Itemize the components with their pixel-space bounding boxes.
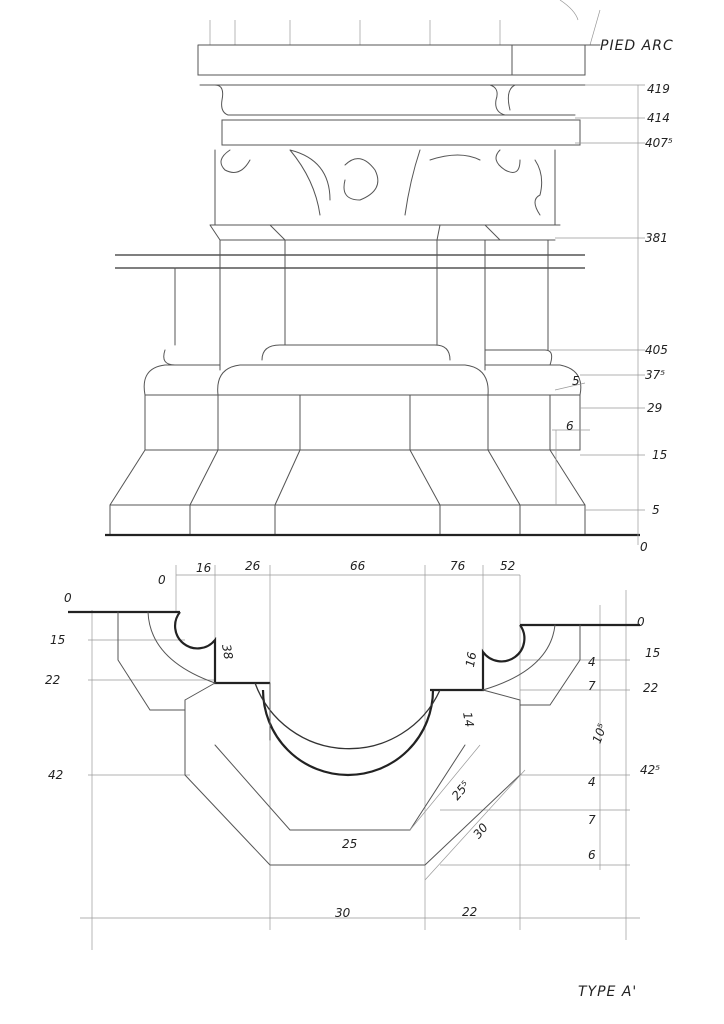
pied-arc-label: PIED ARC [600,38,674,54]
plan-inner-dim: 14 [460,711,476,728]
side-dim-label: 5 [572,374,580,388]
plan-right-level: 42⁵ [640,763,660,777]
plan-top-dim: 52 [500,559,515,573]
height-label: 0 [640,540,648,554]
height-label: 381 [645,231,668,245]
plan-bottom-dim: 22 [462,905,477,919]
plan-sub-dim: 7 [588,679,596,693]
height-label: 29 [647,401,662,415]
drawing-title: TYPE A' [578,984,637,1000]
plan-top-dim: 26 [245,559,261,573]
plan-sub-dim: 7 [588,813,596,827]
height-label: 414 [647,111,670,125]
plan-inner-dim: 25 [342,837,357,851]
plan-left-level: 0 [64,591,72,605]
pier-plan-section [68,565,640,950]
height-label: 5 [652,503,660,517]
plan-top-dim: 0 [158,573,166,587]
plan-right-level: 0 [637,615,645,629]
column-elevation [105,0,645,545]
plan-sub-dim: 4 [588,655,596,669]
height-label: 37⁵ [645,368,665,382]
height-label: 407⁵ [645,136,673,150]
plan-inner-dim: 30 [470,820,491,841]
plan-inner-dim: 16 [463,650,480,668]
plan-top-dim: 66 [350,559,366,573]
height-label: 15 [652,448,667,462]
height-label: 419 [647,82,670,96]
side-dim-label: 6 [566,419,574,433]
plan-inner-dim: 38 [219,643,236,661]
plan-sub-dim: 6 [588,848,596,862]
height-label: 405 [645,343,668,357]
plan-inner-dim: 25⁵ [449,778,473,803]
plan-left-level: 22 [45,673,60,687]
plan-right-level: 22 [643,681,658,695]
plan-top-dim: 76 [450,559,466,573]
plan-top-dim: 16 [196,561,212,575]
plan-right-level: 15 [645,646,660,660]
plan-left-level: 42 [48,768,63,782]
plan-sub-dim: 10⁵ [590,721,610,745]
plan-sub-dim: 4 [588,775,596,789]
plan-left-level: 15 [50,633,65,647]
plan-bottom-dim: 30 [335,906,351,920]
